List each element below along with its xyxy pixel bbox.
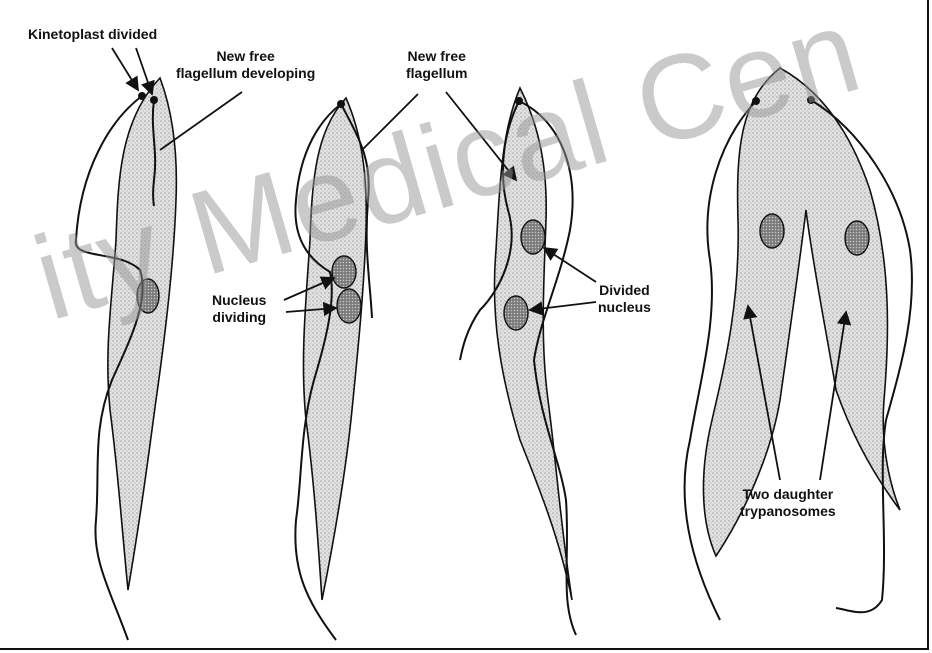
stage-1-trypanosome <box>76 78 177 640</box>
nucleus-4b <box>845 221 869 255</box>
arrow-divided-nucleus-a <box>544 248 596 282</box>
nucleus-3b <box>504 296 528 330</box>
label-divided-nucleus: Divided nucleus <box>598 282 651 316</box>
nucleus-2b <box>337 289 361 323</box>
arrow-kinetoplast-b <box>136 48 152 94</box>
label-nucleus-dividing: Nucleus dividing <box>212 292 266 326</box>
label-new-free-flagellum: New free flagellum <box>406 48 467 82</box>
label-two-daughter-trypanosomes: Two daughter trypanosomes <box>740 486 836 520</box>
arrow-kinetoplast-a <box>112 48 138 90</box>
nucleus-3a <box>521 220 545 254</box>
nucleus-4a <box>760 214 784 248</box>
label-new-free-flagellum-developing: New free flagellum developing <box>176 48 315 82</box>
label-kinetoplast-divided: Kinetoplast divided <box>28 26 157 43</box>
cell-body-1 <box>108 78 177 590</box>
